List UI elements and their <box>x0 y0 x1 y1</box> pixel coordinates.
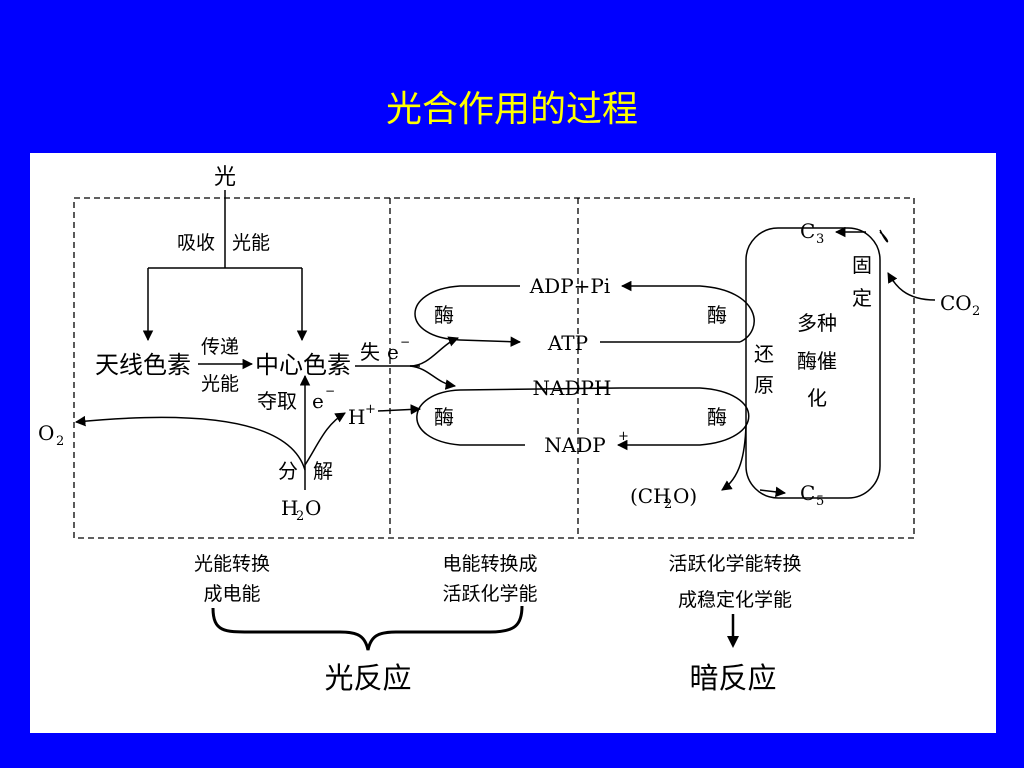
water-h: H <box>281 496 298 520</box>
ch2o-label-a: (CH <box>630 484 671 508</box>
ch2o-subscript: 2 <box>664 497 672 512</box>
multi-enzyme-label-3: 化 <box>807 386 827 410</box>
lose-label: 失 <box>360 340 380 364</box>
fix-label-2: 定 <box>852 286 872 310</box>
light-label: 光 <box>214 165 236 190</box>
atp-label: ATP <box>547 331 588 355</box>
oxygen-subscript: 2 <box>56 434 64 449</box>
water-o: O <box>305 496 321 520</box>
stage2-caption-2: 活跃化学能 <box>442 583 537 605</box>
split-right-label: 解 <box>313 459 333 483</box>
absorb-label: 吸收 <box>177 232 215 254</box>
reduce-label-2: 原 <box>754 373 774 397</box>
dark-reaction-label: 暗反应 <box>689 661 776 695</box>
oxygen-label: O <box>38 421 54 445</box>
c5-label: C <box>800 481 815 505</box>
enzyme-label-2: 酶 <box>707 303 727 327</box>
enzyme-label-3: 酶 <box>434 405 454 429</box>
stage3-caption-1: 活跃化学能转换 <box>668 553 801 575</box>
stage1-caption-1: 光能转换 <box>194 553 270 575</box>
stage3-caption-2: 成稳定化学能 <box>678 589 792 611</box>
dark-reaction-arrow <box>727 614 739 648</box>
stage2-caption-1: 电能转换成 <box>442 553 537 575</box>
ch2o-label-b: O) <box>673 484 697 508</box>
energy-cycles <box>414 226 936 499</box>
plus-superscript-2: + <box>618 429 629 444</box>
dashed-frames <box>73 197 915 539</box>
enzyme-label-1: 酶 <box>434 303 454 327</box>
electron-label-2: e <box>312 389 324 413</box>
reduce-label-1: 还 <box>754 342 774 366</box>
light-absorption-arrows <box>74 190 459 490</box>
c3-subscript: 3 <box>816 232 824 247</box>
stage1-caption-2: 成电能 <box>203 583 260 605</box>
split-left-label: 分 <box>278 459 298 483</box>
co2-label: CO <box>940 291 972 315</box>
minus-superscript-2: − <box>325 384 335 398</box>
page-title: 光合作用的过程 <box>385 89 638 130</box>
minus-superscript-1: − <box>400 335 410 349</box>
light-energy-label: 光能 <box>232 232 270 254</box>
multi-enzyme-label-1: 多种 <box>797 311 837 335</box>
c3-label: C <box>800 219 815 243</box>
electron-label-1: e <box>387 340 399 364</box>
water-subscript: 2 <box>296 509 304 524</box>
nadp-label: NADP <box>544 433 605 457</box>
seize-label: 夺取 <box>257 389 297 413</box>
light-reaction-label: 光反应 <box>324 661 411 695</box>
enzyme-label-4: 酶 <box>707 405 727 429</box>
transfer-label: 传递 <box>201 336 239 358</box>
fix-label-1: 固 <box>852 253 872 277</box>
transfer-energy-label: 光能 <box>201 373 239 395</box>
c5-subscript: 5 <box>816 494 824 509</box>
h-plus-label: H <box>348 405 365 429</box>
multi-enzyme-label-2: 酶催 <box>797 349 837 373</box>
nadph-label: NADPH <box>533 376 612 400</box>
antenna-pigment: 天线色素 <box>95 351 191 379</box>
adp-pi-label: ADP+Pi <box>529 274 611 298</box>
co2-subscript: 2 <box>972 304 980 319</box>
plus-superscript-1: + <box>365 402 376 417</box>
center-pigment: 中心色素 <box>255 351 351 379</box>
diagram-panel <box>30 153 996 733</box>
light-reaction-brace <box>211 605 524 651</box>
